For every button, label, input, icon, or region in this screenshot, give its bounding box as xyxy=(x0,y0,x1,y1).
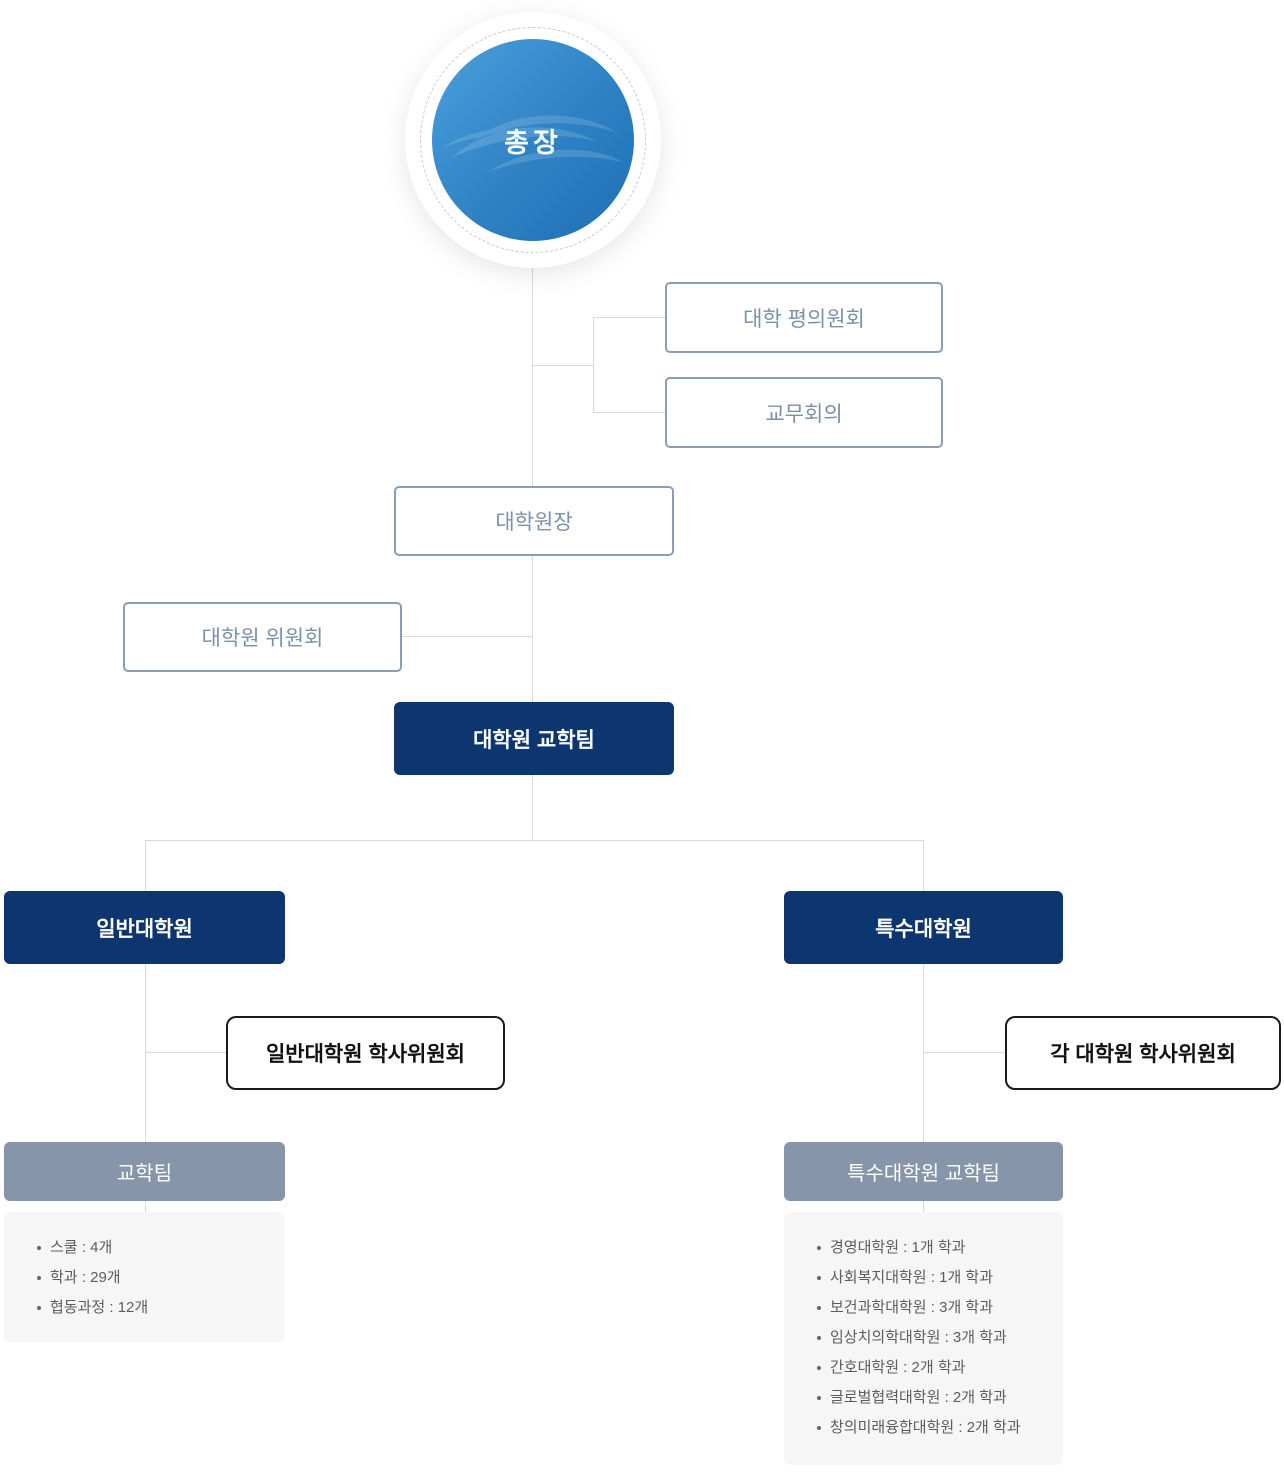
special-team-box: 특수대학원 교학팀 xyxy=(784,1142,1063,1201)
list-item: 보건과학대학원 : 3개 학과 xyxy=(784,1293,1053,1323)
faculty-meeting-box: 교무회의 xyxy=(665,377,943,448)
connector-line xyxy=(532,775,533,840)
connector-line xyxy=(145,840,146,891)
connector-line xyxy=(533,365,593,366)
connector-line xyxy=(593,317,666,318)
connector-line xyxy=(145,964,146,1142)
president-label: 총장 xyxy=(504,127,562,158)
general-stats-list: 스쿨 : 4개 학과 : 29개 협동과정 : 12개 xyxy=(4,1212,285,1323)
connector-line xyxy=(923,840,924,891)
university-council-label: 대학 평의원회 xyxy=(743,307,865,331)
grad-committee-box: 대학원 위원회 xyxy=(123,602,402,672)
connector-line xyxy=(924,1052,1005,1053)
connector-line xyxy=(593,317,594,413)
special-academic-committee-box: 각 대학원 학사위원회 xyxy=(1005,1016,1281,1090)
list-item: 임상치의학대학원 : 3개 학과 xyxy=(784,1323,1053,1353)
connector-line xyxy=(532,556,533,702)
special-academic-committee-label: 각 대학원 학사위원회 xyxy=(1050,1043,1236,1066)
special-grad-school-box: 특수대학원 xyxy=(784,891,1063,964)
general-team-label: 교학팀 xyxy=(116,1163,173,1185)
general-grad-school-box: 일반대학원 xyxy=(4,891,285,964)
list-item: 창의미래융합대학원 : 2개 학과 xyxy=(784,1413,1053,1443)
general-team-box: 교학팀 xyxy=(4,1142,285,1201)
grad-committee-label: 대학원 위원회 xyxy=(201,627,324,650)
university-logo-watermark xyxy=(441,115,625,173)
grad-affairs-team-label: 대학원 교학팀 xyxy=(473,728,595,752)
list-item: 사회복지대학원 : 1개 학과 xyxy=(784,1263,1053,1293)
connector-line xyxy=(593,412,666,413)
special-grad-school-label: 특수대학원 xyxy=(875,917,972,941)
general-stats-panel: 스쿨 : 4개 학과 : 29개 협동과정 : 12개 xyxy=(4,1212,285,1342)
connector-line xyxy=(145,840,924,841)
list-item: 협동과정 : 12개 xyxy=(4,1293,275,1323)
special-stats-panel: 경영대학원 : 1개 학과 사회복지대학원 : 1개 학과 보건과학대학원 : … xyxy=(784,1212,1063,1465)
list-item: 경영대학원 : 1개 학과 xyxy=(784,1233,1053,1263)
list-item: 글로벌협력대학원 : 2개 학과 xyxy=(784,1383,1053,1413)
grad-dean-box: 대학원장 xyxy=(394,486,674,556)
special-team-label: 특수대학원 교학팀 xyxy=(847,1163,1000,1185)
general-academic-committee-box: 일반대학원 학사위원회 xyxy=(226,1016,505,1090)
general-grad-school-label: 일반대학원 xyxy=(96,917,193,941)
general-academic-committee-label: 일반대학원 학사위원회 xyxy=(265,1043,466,1066)
connector-line xyxy=(145,1201,146,1212)
dashed-ring xyxy=(420,27,646,253)
list-item: 학과 : 29개 xyxy=(4,1263,275,1293)
connector-line xyxy=(532,268,533,486)
grad-affairs-team-box: 대학원 교학팀 xyxy=(394,702,674,775)
president-circle: 총장 xyxy=(432,39,634,241)
president-node: 총장 xyxy=(405,12,661,268)
university-council-box: 대학 평의원회 xyxy=(665,282,943,353)
connector-line xyxy=(923,1201,924,1212)
connector-line xyxy=(402,636,533,637)
list-item: 스쿨 : 4개 xyxy=(4,1233,275,1263)
connector-line xyxy=(923,964,924,1142)
connector-line xyxy=(145,1052,226,1053)
faculty-meeting-label: 교무회의 xyxy=(765,402,843,426)
special-stats-list: 경영대학원 : 1개 학과 사회복지대학원 : 1개 학과 보건과학대학원 : … xyxy=(784,1212,1063,1443)
grad-dean-label: 대학원장 xyxy=(495,511,573,534)
list-item: 간호대학원 : 2개 학과 xyxy=(784,1353,1053,1383)
